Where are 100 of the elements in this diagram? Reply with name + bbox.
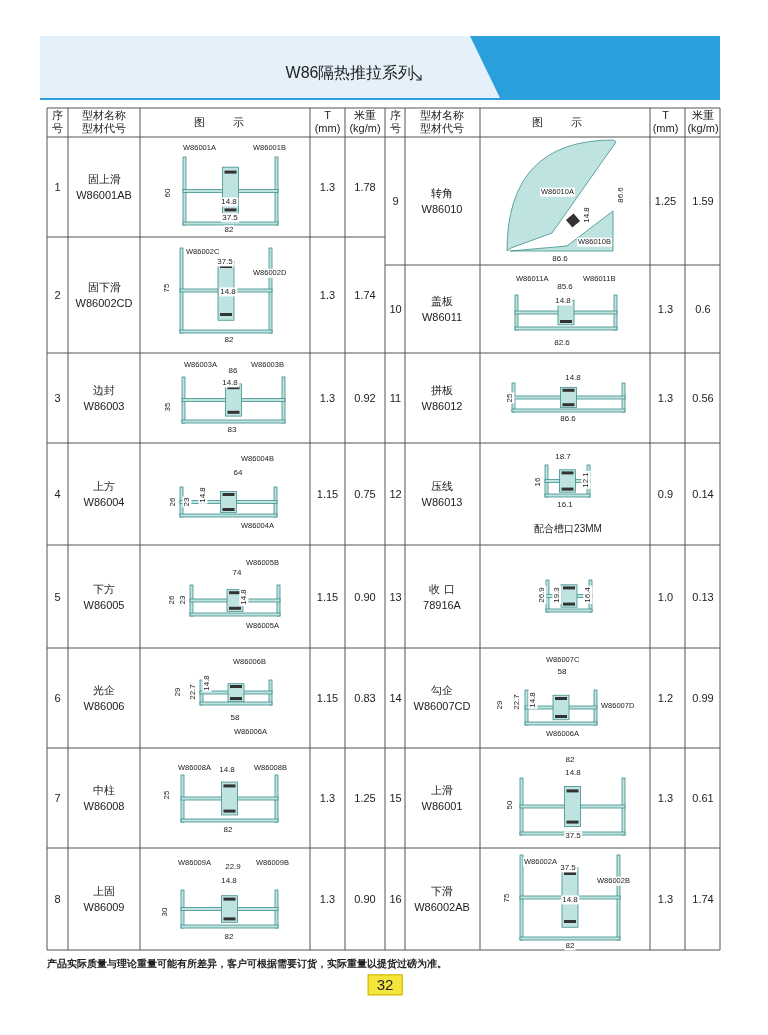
- dimension-value: 26: [168, 496, 178, 508]
- row-number: 1: [54, 180, 61, 194]
- profile-code: W86009: [83, 900, 125, 914]
- column-header: 序号: [51, 109, 64, 135]
- dimension-value: 35: [163, 401, 173, 413]
- dimension-value: 14.8: [220, 197, 238, 207]
- profile-name: 下滑: [431, 884, 453, 898]
- column-header: 型材名称型材代号: [81, 109, 127, 135]
- row-number: 10: [389, 302, 402, 316]
- dimension-value: 16.4: [583, 586, 593, 604]
- row-number: 6: [54, 691, 61, 705]
- profile-name: 光企: [93, 683, 115, 697]
- profile-name: 拼板: [431, 383, 453, 397]
- thickness-value: 1.3: [657, 302, 674, 316]
- dimension-value: 14.8: [198, 486, 208, 504]
- column-header: T (mm): [313, 109, 342, 135]
- thickness-value: 1.25: [654, 194, 677, 208]
- profile-code: W86013: [421, 495, 463, 509]
- weight-value: 0.90: [354, 590, 376, 603]
- profile-code: W86012: [421, 399, 463, 413]
- dimension-value: 75: [162, 282, 172, 294]
- dimension-value: 26.9: [537, 586, 547, 604]
- thickness-value: 1.3: [319, 791, 336, 805]
- row-number: 11: [389, 391, 402, 405]
- dimension-value: 29: [173, 686, 183, 698]
- profile-code: W86002AB: [414, 900, 470, 914]
- thickness-value: 1.15: [316, 590, 339, 603]
- profile-name: 转角: [431, 186, 453, 200]
- row-number: 16: [389, 892, 402, 906]
- column-header: T (mm): [651, 109, 680, 135]
- footnote-text: 产品实际质量与理论重量可能有所差异，客户可根据需要订货，实际重量以提货过磅为准。: [47, 958, 447, 970]
- thickness-value: 1.3: [319, 180, 336, 194]
- profile-code: W86001AB: [76, 188, 132, 202]
- weight-value: 0.99: [692, 691, 714, 705]
- dimension-value: 26: [167, 594, 177, 606]
- dimension-value: 14.8: [218, 765, 236, 775]
- profile-name: 固下滑: [87, 280, 121, 294]
- profile-name: 边封: [93, 383, 115, 397]
- dimension-value: 86.6: [616, 186, 626, 204]
- weight-value: 0.61: [692, 791, 714, 805]
- dimension-value: 16.1: [556, 500, 574, 510]
- dimension-value: 37.5: [559, 863, 577, 873]
- dimension-value: 85.6: [556, 282, 574, 292]
- thickness-value: 1.3: [657, 391, 674, 405]
- weight-value: 1.59: [692, 194, 714, 208]
- dimension-value: 86.6: [551, 254, 569, 264]
- dimension-value: 19.3: [552, 586, 562, 604]
- dimension-value: 82.6: [553, 338, 571, 348]
- thickness-value: 1.2: [657, 691, 674, 705]
- profile-code: 78916A: [423, 598, 461, 611]
- dimension-value: 37.5: [564, 831, 582, 841]
- weight-value: 1.74: [692, 892, 714, 906]
- dimension-value: 23: [182, 496, 192, 508]
- profile-code: W86008: [83, 799, 125, 813]
- thickness-value: 1.3: [657, 892, 674, 906]
- dimension-value: 22.7: [512, 693, 522, 711]
- column-header: 序号: [389, 109, 402, 135]
- dimension-value: 50: [505, 799, 515, 811]
- profile-name: 上滑: [431, 783, 453, 797]
- dimension-value: 14.8: [582, 206, 592, 224]
- profile-code: W86011: [421, 310, 463, 324]
- thickness-value: 1.3: [319, 288, 336, 302]
- profile-code: W86005: [83, 598, 125, 611]
- thickness-value: 1.15: [316, 691, 339, 705]
- dimension-value: 12.1: [581, 471, 591, 489]
- column-header: 图 示: [532, 115, 594, 129]
- dimension-value: 37.5: [221, 213, 239, 223]
- dimension-value: 86: [227, 366, 239, 376]
- dimension-value: 14.8: [528, 691, 538, 709]
- row-number: 4: [54, 487, 61, 501]
- row-number: 8: [54, 892, 61, 906]
- row-number: 14: [389, 691, 402, 705]
- weight-value: 0.13: [692, 590, 714, 603]
- dimension-value: 14.8: [202, 674, 212, 692]
- weight-value: 0.6: [695, 302, 711, 316]
- dimension-value: 23: [178, 594, 188, 606]
- column-header: 米重 (kg/m): [348, 109, 382, 135]
- weight-value: 1.74: [354, 288, 376, 302]
- row-number: 12: [389, 487, 402, 501]
- thickness-value: 1.15: [316, 487, 339, 501]
- thickness-value: 1.0: [657, 590, 674, 603]
- thickness-value: 0.9: [657, 487, 674, 501]
- row-number: 3: [54, 391, 61, 405]
- weight-value: 0.75: [354, 487, 376, 501]
- dimension-value: 14.8: [554, 296, 572, 306]
- dimension-value: 14.8: [220, 876, 238, 886]
- dimension-value: 22.9: [224, 862, 242, 872]
- weight-value: 0.92: [354, 391, 376, 405]
- profile-name: 固上滑: [87, 172, 121, 186]
- row-number: 2: [54, 288, 61, 302]
- dimension-value: 14.8: [561, 895, 579, 905]
- profile-name: 上方: [93, 479, 115, 493]
- profile-code: W86002CD: [75, 296, 133, 310]
- dimension-value: 14.8: [564, 373, 582, 383]
- dimension-value: 82: [564, 755, 576, 765]
- dimension-value: 86.6: [559, 414, 577, 424]
- profile-code: W86003: [83, 399, 125, 413]
- dimension-value: 14.8: [564, 768, 582, 778]
- profile-name: 下方: [93, 582, 115, 595]
- dimension-value: 58: [229, 713, 241, 723]
